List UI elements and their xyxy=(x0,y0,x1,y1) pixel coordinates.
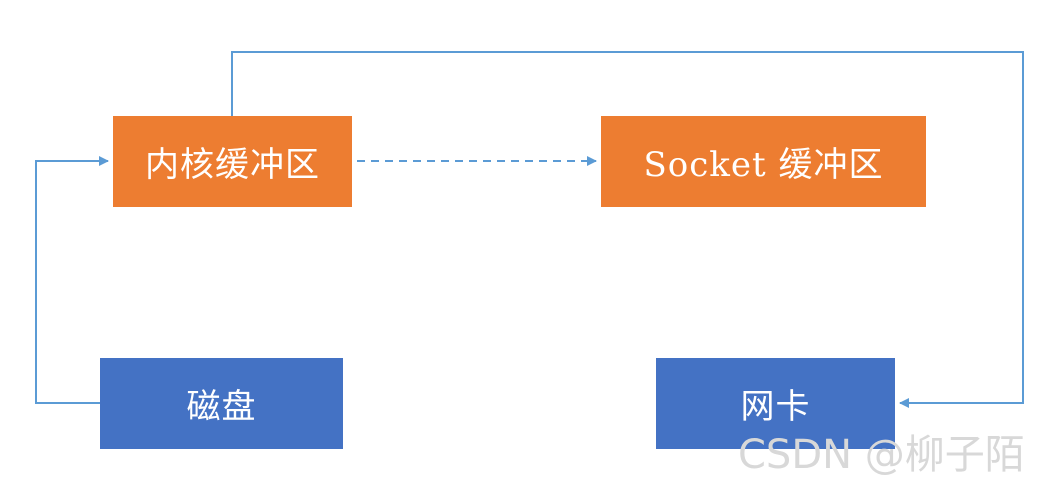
socket-buffer-node: Socket 缓冲区 xyxy=(601,116,926,207)
nic-label: 网卡 xyxy=(740,387,811,427)
kernel-buffer-label: 内核缓冲区 xyxy=(145,145,320,185)
nic-node: 网卡 xyxy=(656,358,895,449)
watermark: CSDN @柳子陌 xyxy=(738,432,1025,478)
disk-label: 磁盘 xyxy=(186,387,257,427)
disk-node: 磁盘 xyxy=(100,358,343,449)
edge-disk-to-kernel-buffer xyxy=(35,156,109,404)
edge-kernel-buffer-to-nic xyxy=(231,51,1024,408)
socket-buffer-label: Socket 缓冲区 xyxy=(643,145,884,185)
kernel-buffer-node: 内核缓冲区 xyxy=(113,116,352,207)
